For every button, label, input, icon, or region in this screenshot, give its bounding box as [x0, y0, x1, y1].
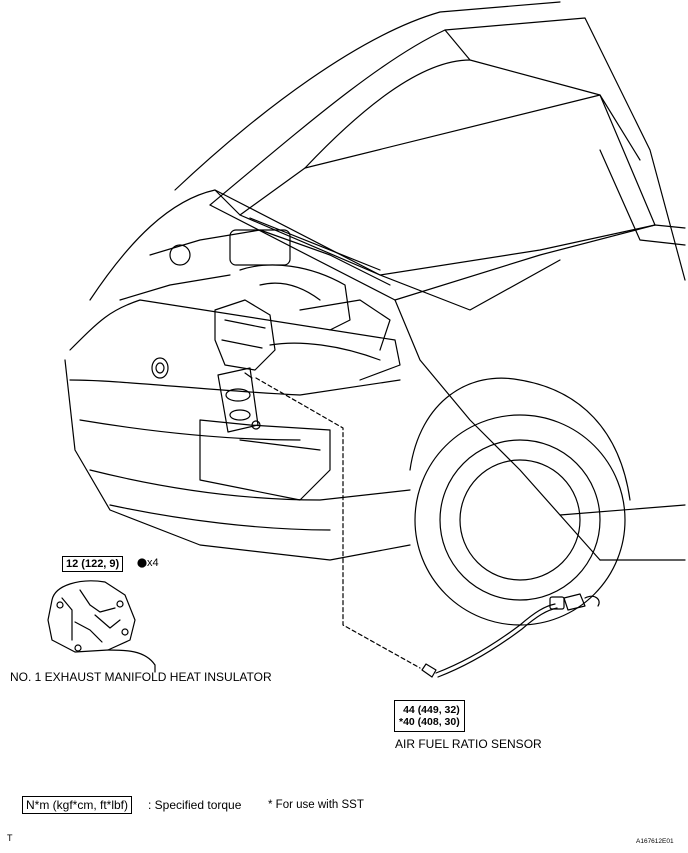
insulator-torque-box: 12 (122, 9) [62, 556, 124, 572]
figure-code: A167612E01 [636, 838, 674, 845]
legend-torque-box: N*m (kgf*cm, ft*lbf) [22, 796, 133, 814]
sensor-torque-box: 44 (449, 32) *40 (408, 30) [394, 700, 465, 732]
vehicle-body [64, 1, 686, 626]
bolt-count-label: x4 [147, 557, 159, 569]
sensor-label: AIR FUEL RATIO SENSOR [395, 737, 542, 751]
legend-text: : Specified torque [148, 798, 242, 812]
bolt-icon [137, 558, 147, 568]
sst-note: * For use with SST [268, 799, 364, 811]
insulator-label: NO. 1 EXHAUST MANIFOLD HEAT INSULATOR [10, 670, 272, 684]
sensor-leader-line [255, 377, 421, 669]
air-fuel-ratio-sensor-part [421, 593, 600, 678]
sensor-torque-primary: 44 (449, 32) [403, 704, 460, 716]
heat-insulator-part [47, 580, 156, 673]
corner-mark: T [7, 833, 13, 843]
sensor-torque-sst: *40 (408, 30) [399, 716, 460, 728]
